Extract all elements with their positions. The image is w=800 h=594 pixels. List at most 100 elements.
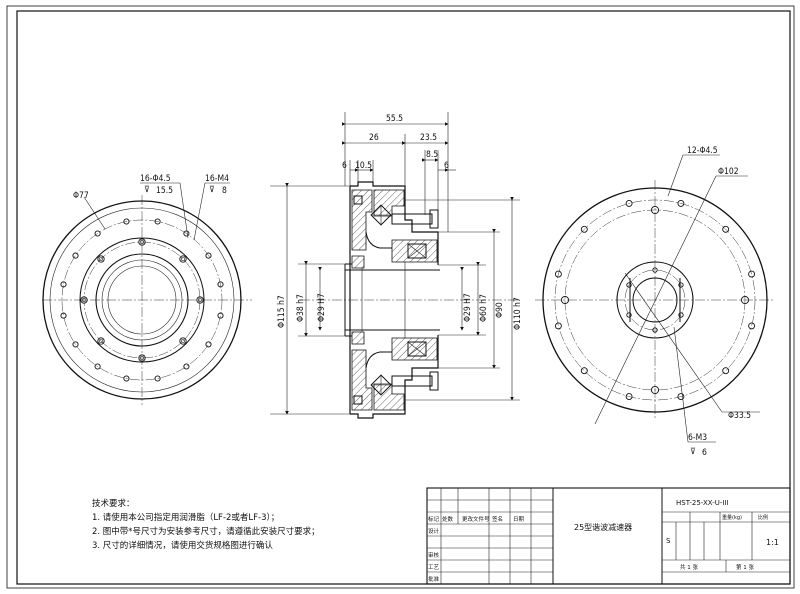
dim-dia-110: Φ110 h7 — [513, 297, 523, 330]
threaded-hole — [138, 238, 146, 246]
bolt-hole — [183, 230, 190, 237]
bolt-hole — [94, 230, 101, 237]
tb-scale-header: 比例 — [758, 514, 768, 521]
dim-dia-115: Φ115 h7 — [277, 295, 287, 328]
mount-hole — [560, 295, 570, 305]
left-end-view: Φ77 16-Φ4.5 ⊽ 15.5 16-M4 ⊽ 8 — [42, 174, 252, 405]
bolt-hole — [554, 270, 562, 278]
dim-hub-lip: 6 — [444, 161, 449, 171]
dim-flange-width: 10.5 — [355, 161, 372, 171]
bolt-hole — [123, 218, 130, 225]
left-view-thread-depth: 8 — [222, 186, 227, 196]
threaded-hole-inner — [139, 239, 145, 245]
tb-drawing-number: HST-25-XX-U-III — [676, 499, 729, 507]
tb-material-code: S — [666, 537, 671, 545]
dim-flange-offset: 6 — [342, 161, 347, 171]
dim-dia-29-left: Φ29 H7 — [317, 293, 327, 322]
bolt-hole — [205, 252, 212, 259]
bolt-hole — [72, 341, 79, 348]
title-block: 标记 处数 更改文件号 签名 日期 设计 审核 工艺 批准 25型谐波减速器 H… — [426, 487, 791, 585]
bolt-hole — [154, 375, 161, 382]
tb-col-signature: 签名 — [492, 515, 503, 523]
tb-weight-header: 重量(kg) — [722, 514, 742, 521]
threaded-hole — [626, 312, 632, 318]
bolt-hole — [183, 363, 190, 370]
tb-row-design: 设计 — [428, 527, 440, 535]
bolt-hole — [722, 367, 730, 375]
mount-hole — [650, 385, 660, 395]
bolt-hole — [580, 367, 588, 375]
tb-scale-value: 1:1 — [766, 538, 779, 547]
threaded-hole — [652, 267, 658, 273]
threaded-hole-inner — [81, 297, 87, 303]
threaded-hole — [678, 312, 684, 318]
bolt-hole — [60, 281, 67, 288]
section-horizontal-dims: 55.5 26 23.5 6 10.5 8.5 6 — [342, 112, 456, 232]
mount-hole — [740, 295, 750, 305]
section-view: 55.5 26 23.5 6 10.5 8.5 6 Φ115 — [270, 112, 523, 419]
mount-hole — [650, 205, 660, 215]
tb-col-mark: 标记 — [428, 515, 440, 523]
threaded-hole-inner — [180, 338, 186, 344]
right-inner-threaded-holes — [626, 267, 684, 333]
threaded-hole-inner — [197, 297, 203, 303]
right-view-hole-callout: 12-Φ4.5 — [687, 146, 718, 156]
right-outer-bolt-holes — [554, 199, 756, 401]
dim-dia-60: Φ60 h7 — [479, 294, 489, 322]
threaded-hole — [626, 282, 632, 288]
note-line-1: 1. 请使用本公司指定用润滑脂（LF-2或者LF-3）； — [92, 512, 279, 523]
threaded-hole — [179, 337, 187, 345]
bolt-hole — [748, 270, 756, 278]
bolt-hole — [154, 218, 161, 225]
dim-hub-length: 23.5 — [420, 133, 437, 143]
bolt-hole — [722, 225, 730, 233]
threaded-hole-inner — [98, 338, 104, 344]
notes-title: 技术要求： — [92, 498, 135, 509]
bolt-hole — [677, 199, 685, 207]
left-view-hole-callout: 16-Φ4.5 — [140, 174, 171, 184]
sheet-border — [6, 5, 795, 589]
bolt-hole — [217, 281, 224, 288]
left-outer-bolt-holes — [60, 218, 224, 382]
bolt-hole — [72, 252, 79, 259]
dim-body-length: 26 — [369, 133, 379, 143]
bolt-hole — [677, 393, 685, 401]
threaded-hole-inner — [98, 256, 104, 262]
threaded-hole — [179, 255, 187, 263]
right-view-pcd: Φ102 — [718, 167, 739, 177]
bolt-hole — [554, 322, 562, 330]
bolt-hole — [60, 312, 67, 319]
threaded-hole-inner — [180, 256, 186, 262]
left-inner-threaded-holes — [80, 238, 204, 362]
left-view-hole-depth: 15.5 — [156, 186, 173, 196]
threaded-hole — [652, 327, 658, 333]
depth-symbol: ⊽ — [144, 185, 150, 195]
left-view-outer-dia: Φ77 — [73, 191, 89, 201]
section-vertical-dims: Φ115 h7 Φ38 h7 Φ29 H7 Φ29 H7 Φ60 h7 Φ90 … — [270, 183, 523, 415]
threaded-hole — [80, 296, 88, 304]
bolt-hole — [123, 375, 130, 382]
threaded-hole — [97, 337, 105, 345]
threaded-hole-inner — [139, 355, 145, 361]
depth-symbol: ⊽ — [690, 447, 696, 457]
dim-overall-length: 55.5 — [386, 114, 403, 124]
tb-part-name: 25型谐波减速器 — [574, 522, 632, 532]
technical-requirements: 技术要求： 1. 请使用本公司指定用润滑脂（LF-2或者LF-3）； 2. 图中… — [92, 498, 320, 551]
threaded-hole — [678, 282, 684, 288]
tb-col-count: 处数 — [442, 515, 454, 523]
threaded-hole — [97, 255, 105, 263]
right-mid-holes — [560, 205, 750, 395]
bolt-hole — [217, 312, 224, 319]
right-view-inner-dia: Φ33.5 — [728, 411, 751, 421]
dim-bolt-head: 8.5 — [426, 150, 438, 160]
dim-dia-29-right: Φ29 H7 — [463, 293, 473, 322]
bolt-hole — [625, 199, 633, 207]
right-view-thread-depth: 6 — [702, 448, 707, 458]
note-line-3: 3. 尺寸的详细情况，请使用交货规格图进行确认 — [92, 540, 273, 551]
right-end-view: 12-Φ4.5 Φ102 Φ33.5 6-M3 ⊽ 6 — [535, 146, 775, 458]
tb-sheets-total: 共 1 张 — [680, 563, 698, 571]
tb-sheet-number: 第 1 张 — [736, 563, 754, 571]
tb-row-review: 审核 — [428, 551, 440, 559]
tb-col-date: 日期 — [513, 516, 525, 523]
